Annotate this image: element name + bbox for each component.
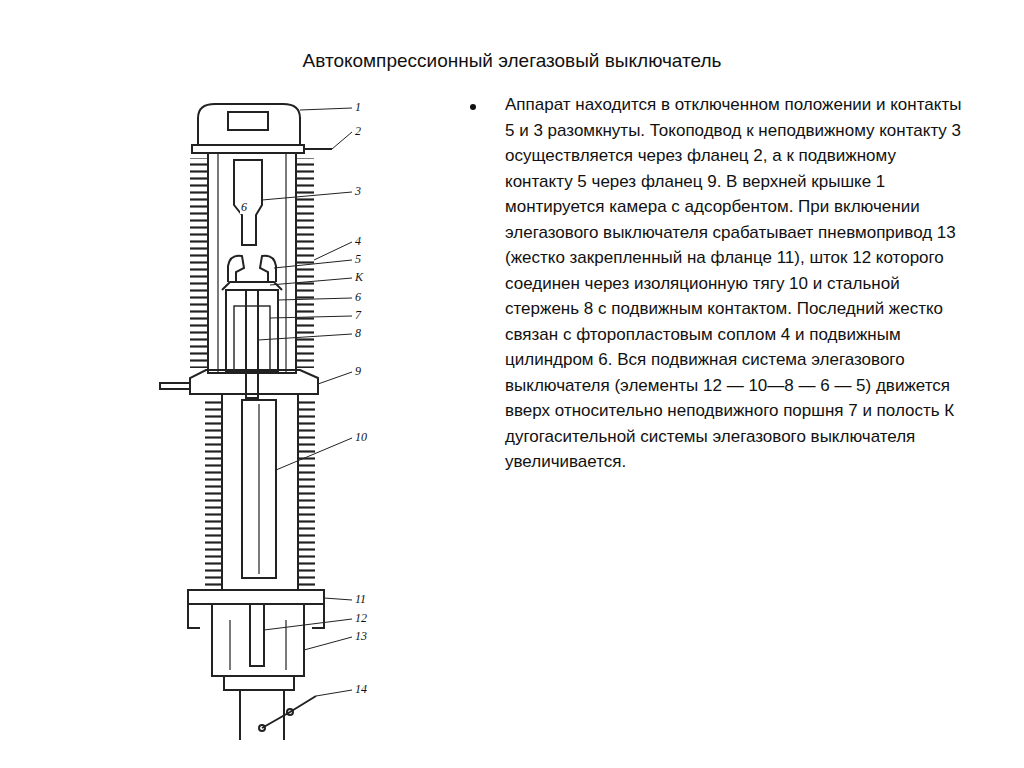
callout-number: 6 — [240, 201, 248, 214]
callout-number: 3 — [354, 185, 362, 198]
callout-number: 9 — [354, 365, 362, 378]
callout-number: 6 — [354, 291, 362, 304]
callout-number: 10 — [354, 431, 368, 444]
callout-number: 5 — [354, 253, 362, 266]
bullet-dot — [470, 104, 476, 110]
description-text: Аппарат находится в отключенном положени… — [505, 92, 967, 475]
callout-number: 14 — [354, 683, 368, 696]
callout-number: 8 — [354, 327, 362, 340]
callout-number: 13 — [354, 630, 368, 643]
callout-number: 4 — [354, 235, 362, 248]
callout-number: 2 — [354, 125, 362, 138]
slide-title: Автокомпрессионный элегазовый выключател… — [0, 50, 1024, 72]
callout-number: 1 — [354, 101, 362, 114]
callout-number: 11 — [354, 593, 367, 606]
callout-number: К — [354, 271, 364, 284]
callout-number: 12 — [354, 612, 368, 625]
callout-number: 7 — [354, 309, 362, 322]
